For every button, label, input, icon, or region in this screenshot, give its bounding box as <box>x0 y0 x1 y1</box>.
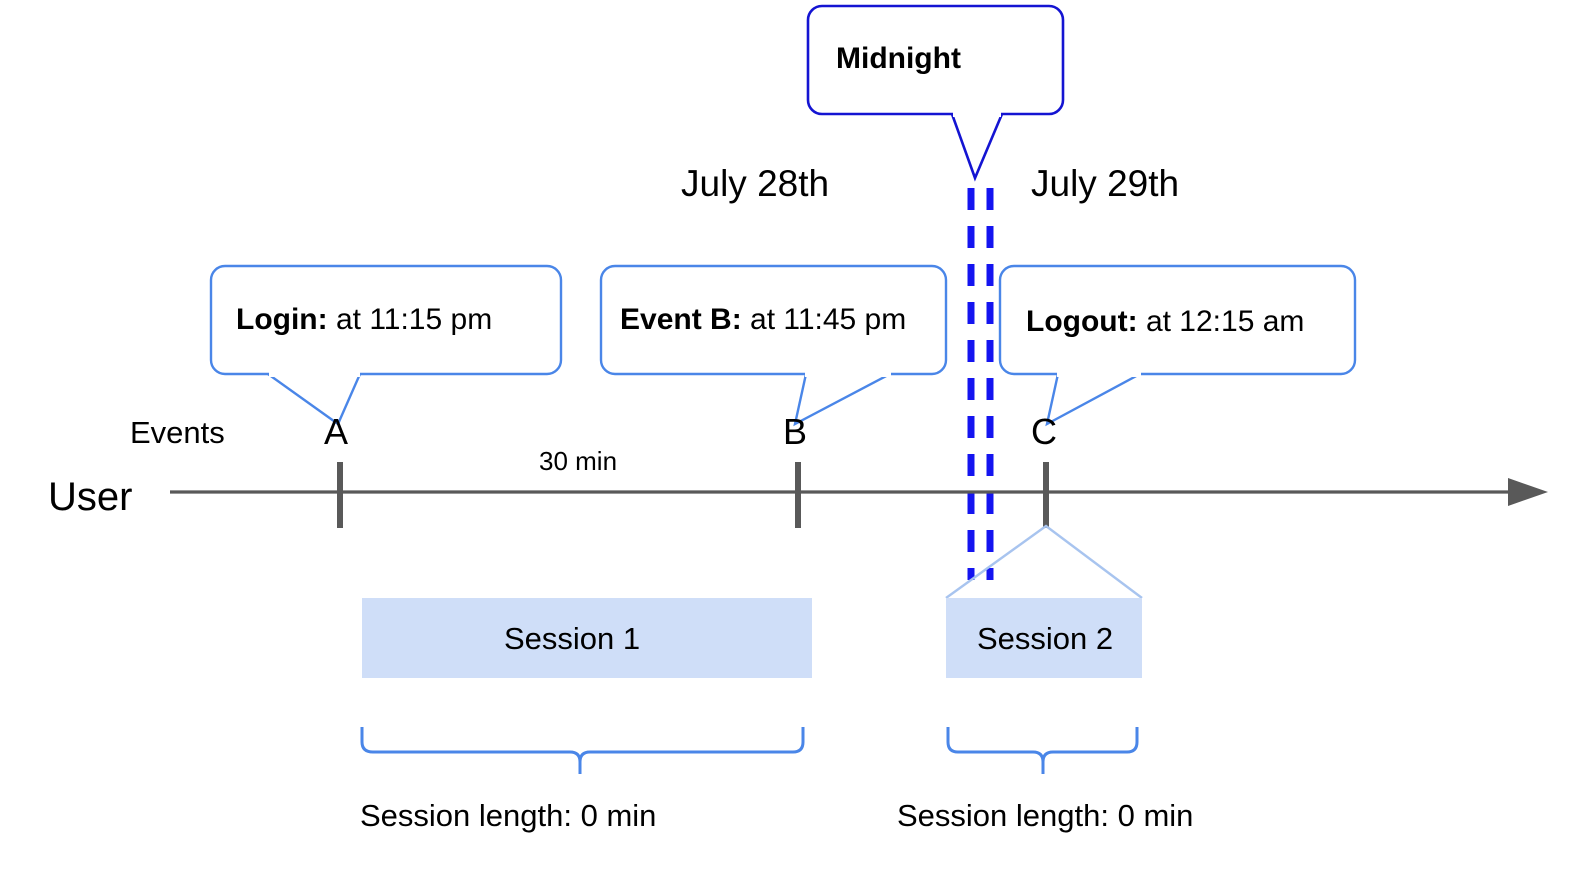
login-callout-shape <box>209 264 563 426</box>
eventb-callout-text: Event B: at 11:45 pm <box>620 305 906 335</box>
logout-callout-shape <box>998 264 1357 427</box>
midnight-label: Midnight <box>836 42 961 75</box>
session-1-brace <box>360 727 805 774</box>
logout-callout-bold: Logout: <box>1026 305 1138 338</box>
event-marker-label-b: B <box>783 411 808 452</box>
logout-callout-text: Logout: at 12:15 am <box>1026 307 1304 337</box>
session-2-brace <box>946 727 1139 774</box>
session2-tent-lines <box>945 524 1143 599</box>
session-2-label: Session 2 <box>977 621 1114 656</box>
date-label-right: July 29th <box>1031 163 1180 204</box>
midnight-dashed-lines <box>967 188 994 580</box>
login-callout-bold: Login: <box>236 303 328 336</box>
eventb-callout-bold: Event B: <box>620 303 742 336</box>
session-2-length-label: Session length: 0 min <box>897 798 1194 833</box>
login-callout-rest: at 11:15 pm <box>327 303 493 336</box>
midnight-callout-shape <box>806 4 1065 182</box>
session-1-label: Session 1 <box>504 621 641 656</box>
eventb-callout-shape <box>599 264 948 427</box>
date-label-left: July 28th <box>681 163 830 204</box>
event-marker-label-c: C <box>1031 411 1057 452</box>
events-row-label: Events <box>130 415 225 450</box>
logout-callout-rest: at 12:15 am <box>1137 305 1305 338</box>
gap-duration-label: 30 min <box>539 446 618 476</box>
event-marker-label-a: A <box>324 411 349 452</box>
session-1-length-label: Session length: 0 min <box>360 798 657 833</box>
eventb-callout-rest: at 11:45 pm <box>741 303 907 336</box>
login-callout-text: Login: at 11:15 pm <box>236 305 492 335</box>
axis-row-label-user: User <box>48 475 133 519</box>
timeline-axis <box>170 478 1548 506</box>
